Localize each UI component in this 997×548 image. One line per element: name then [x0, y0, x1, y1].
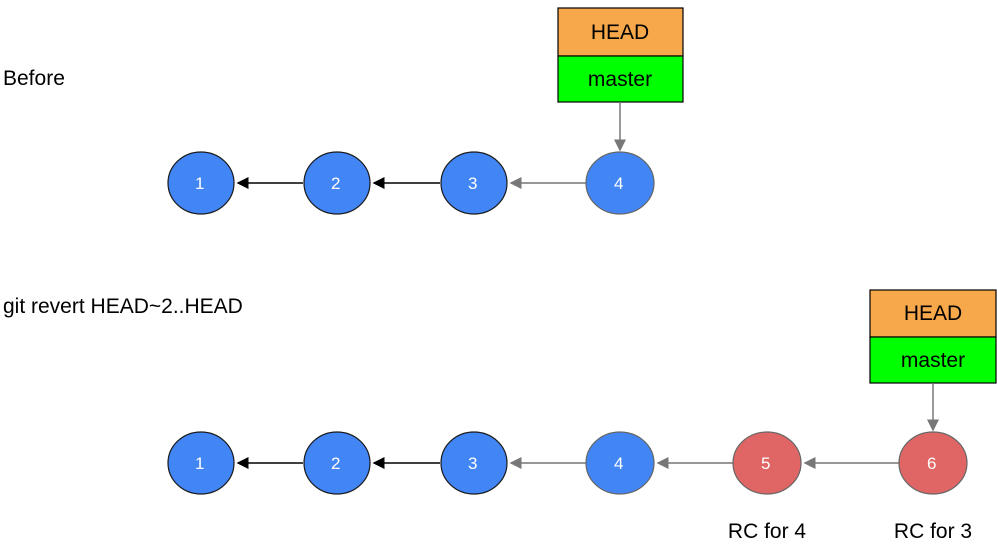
commit-node[interactable]: 1 — [167, 151, 235, 215]
commit-node[interactable]: 1 — [167, 431, 235, 495]
head-ref-box[interactable] — [869, 289, 997, 338]
revert-caption: RC for 3 — [894, 520, 972, 543]
commit-label: 1 — [195, 174, 204, 193]
head-ref-label: HEAD — [904, 302, 962, 325]
section-title-before: Before — [3, 67, 65, 90]
commit-label: 1 — [195, 454, 204, 473]
commit-node[interactable]: 3 — [440, 431, 508, 495]
commit-label: 3 — [468, 454, 477, 473]
commit-node[interactable]: 2 — [303, 151, 371, 215]
section-title-after: git revert HEAD~2..HEAD — [3, 295, 243, 318]
commit-label: 6 — [927, 454, 936, 473]
commit-label: 5 — [761, 454, 770, 473]
commit-label: 3 — [468, 174, 477, 193]
commit-label: 4 — [614, 454, 623, 473]
commit-node[interactable]: 3 — [440, 151, 508, 215]
head-ref-label: HEAD — [591, 21, 649, 44]
branch-ref-label: master — [901, 349, 965, 372]
commit-node[interactable]: 2 — [303, 431, 371, 495]
commit-label: 2 — [331, 174, 340, 193]
commit-label: 2 — [331, 454, 340, 473]
commit-node[interactable]: 4 — [585, 151, 655, 215]
branch-ref-label: master — [588, 68, 652, 91]
branch-ref-box[interactable] — [869, 336, 997, 384]
before-history: 1 2 3 4 HEAD master — [167, 7, 684, 215]
revert-commit-node[interactable]: 5 — [732, 431, 802, 495]
head-ref-box[interactable] — [557, 7, 684, 57]
revert-commit-node[interactable]: 6 — [898, 431, 968, 495]
branch-ref-box[interactable] — [557, 55, 684, 103]
ref-stack: HEAD master — [869, 289, 997, 432]
revert-caption: RC for 4 — [728, 520, 807, 543]
after-history: 1 2 3 4 5 6 RC for 4 RC for 3 HEAD mast — [167, 289, 997, 543]
commit-label: 4 — [614, 174, 623, 193]
ref-stack: HEAD master — [557, 7, 684, 152]
commit-node[interactable]: 4 — [585, 431, 655, 495]
